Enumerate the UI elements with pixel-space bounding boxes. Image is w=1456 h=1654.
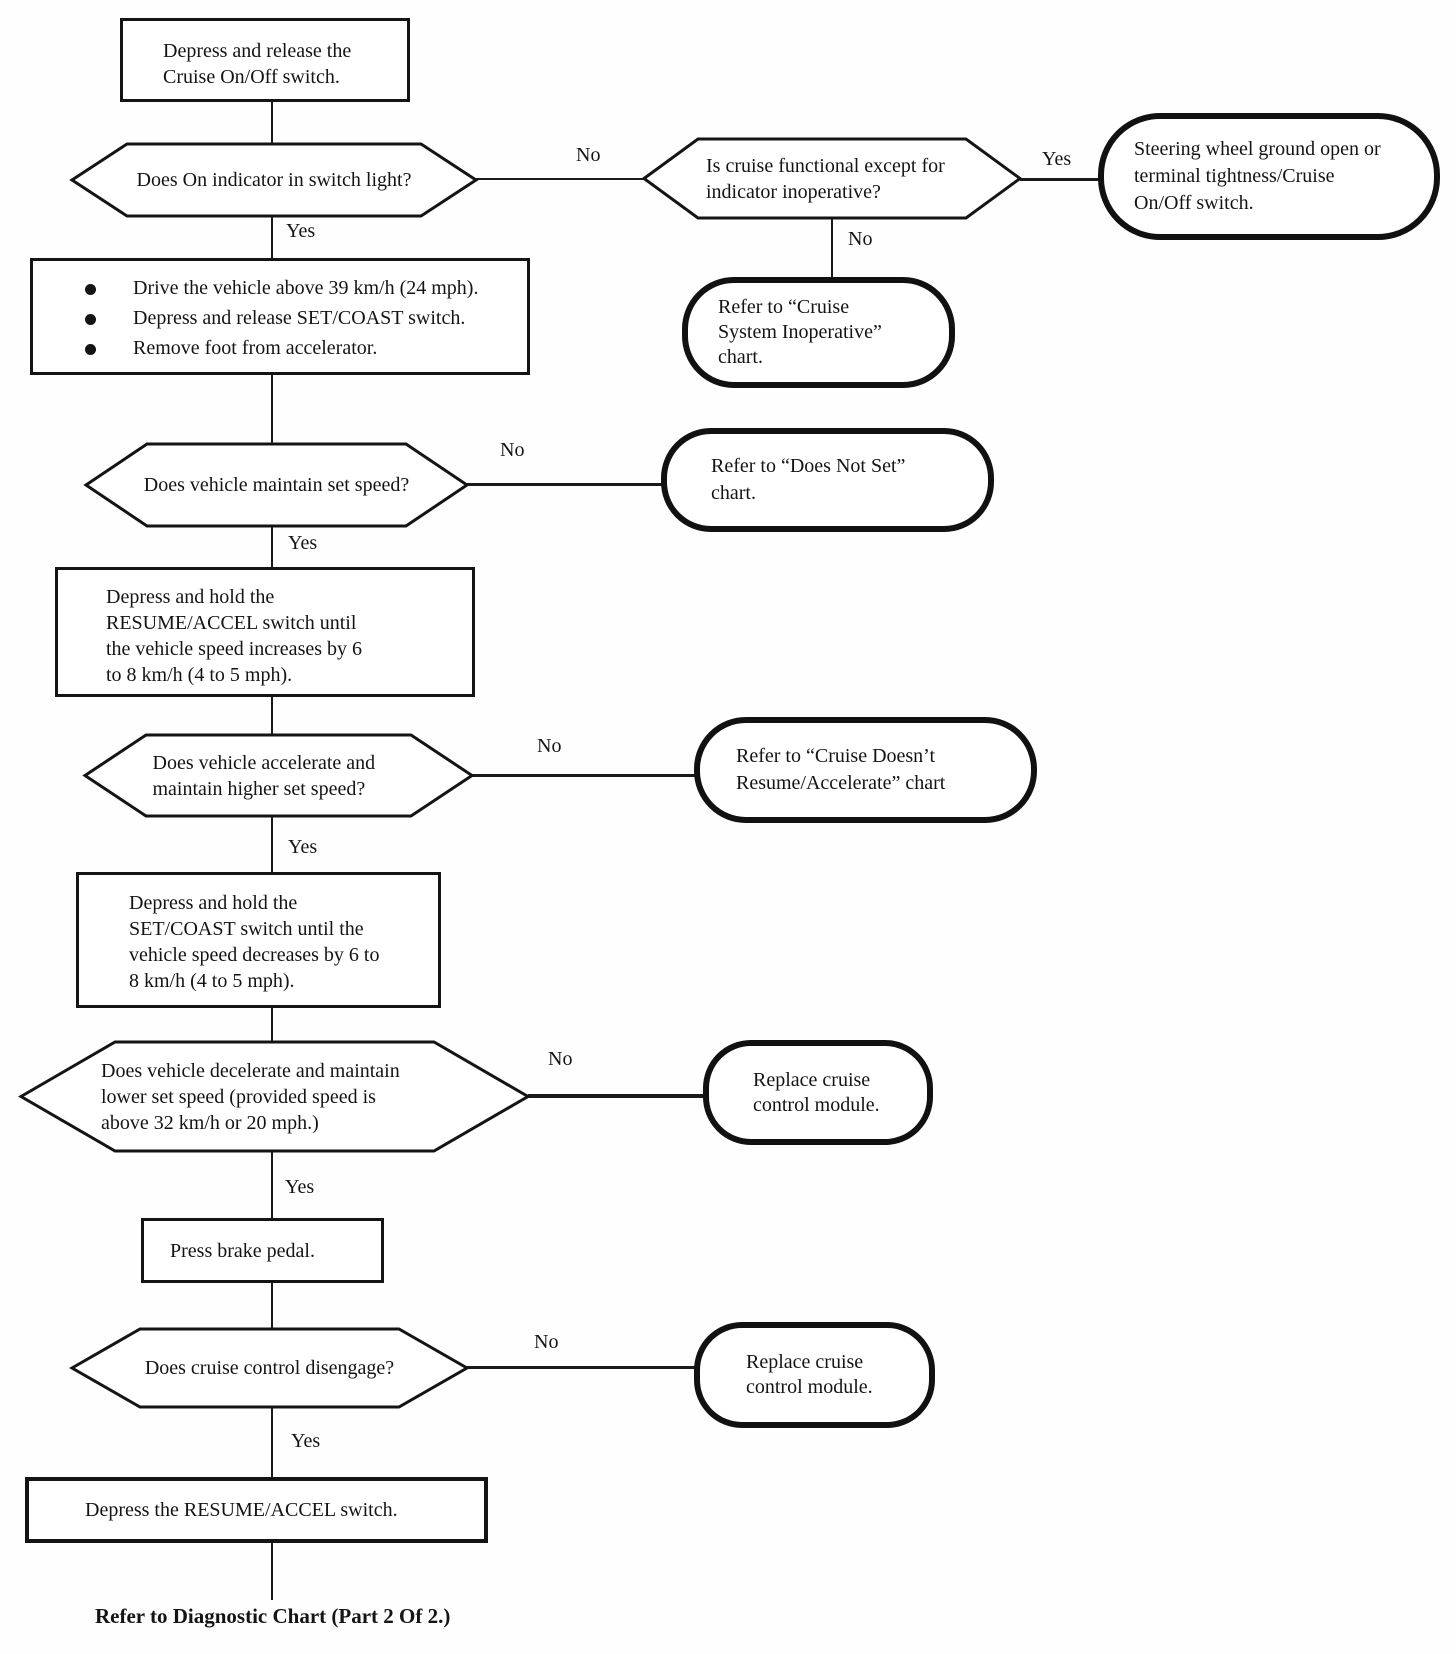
connector-accelerate-to-coasthold: [271, 816, 273, 874]
result-cruise-system-inoperative-text: Refer to “Cruise System Inoperative” cha…: [718, 296, 882, 368]
label-yes-decelerate: Yes: [285, 1176, 315, 1198]
connector-setspeed-to-resumehold: [271, 526, 273, 569]
bullet-icon: [85, 284, 96, 295]
label-no-decelerate: No: [548, 1048, 573, 1070]
connector-bullets-to-setspeed: [271, 373, 273, 444]
label-no-functional: No: [848, 228, 873, 250]
bullet-item-text: Depress and release SET/COAST switch.: [133, 307, 466, 329]
result-replace-module-2-text: Replace cruise control module.: [746, 1351, 873, 1398]
result-resume-accelerate-chart: Refer to “Cruise Doesn’t Resume/Accelera…: [694, 717, 1037, 823]
label-no-setspeed: No: [500, 439, 525, 461]
step-press-brake: Press brake pedal.: [141, 1218, 384, 1283]
bullet-item-text: Remove foot from accelerator.: [133, 337, 378, 359]
bullet-item-text: Drive the vehicle above 39 km/h (24 mph)…: [133, 277, 479, 299]
decision-accelerate-higher-speed: Does vehicle accelerate and maintain hig…: [82, 733, 475, 818]
connector-resume-to-footer: [271, 1541, 273, 1600]
decision-on-indicator-text: Does On indicator in switch light?: [136, 169, 412, 191]
bullet-icon: [85, 314, 96, 325]
decision-decelerate-lower-speed-text: Does vehicle decelerate and maintain low…: [101, 1059, 400, 1134]
step-resume-accel-hold: Depress and hold the RESUME/ACCEL switch…: [55, 567, 475, 697]
connector-disengage-to-replace2: [467, 1366, 696, 1369]
result-replace-module-2: Replace cruise control module.: [694, 1322, 935, 1428]
hexagon-shape: [641, 137, 1023, 220]
hexagon-shape: [83, 442, 470, 528]
step-depress-resume-accel: Depress the RESUME/ACCEL switch.: [25, 1477, 488, 1543]
step-start: Depress and release the Cruise On/Off sw…: [120, 18, 410, 102]
bullet-item: Depress and release SET/COAST switch.: [33, 305, 527, 331]
result-does-not-set-text: Refer to “Does Not Set” chart.: [711, 455, 906, 504]
label-yes-indicator: Yes: [286, 220, 316, 242]
connector-decelerate-to-replace1: [528, 1094, 705, 1098]
decision-cruise-disengage: Does cruise control disengage?: [68, 1327, 471, 1409]
bullet-item: Drive the vehicle above 39 km/h (24 mph)…: [33, 275, 527, 301]
label-yes-setspeed: Yes: [288, 532, 318, 554]
decision-cruise-disengage-text: Does cruise control disengage?: [144, 1357, 395, 1379]
decision-maintain-set-speed: Does vehicle maintain set speed?: [83, 442, 470, 528]
label-yes-disengage: Yes: [291, 1430, 321, 1452]
connector-coasthold-to-decelerate: [271, 1006, 273, 1042]
result-steering-wheel-ground: Steering wheel ground open or terminal t…: [1098, 113, 1440, 240]
bullet-icon: [85, 344, 96, 355]
step-resume-accel-hold-text: Depress and hold the RESUME/ACCEL switch…: [106, 586, 363, 686]
label-no-accelerate: No: [537, 735, 562, 757]
connector-start-to-indicator: [271, 100, 273, 144]
connector-accelerate-to-resumechart: [472, 774, 696, 777]
decision-cruise-functional-text: Is cruise functional except for indicato…: [706, 154, 945, 203]
label-yes-functional: Yes: [1042, 148, 1072, 170]
decision-on-indicator: Does On indicator in switch light?: [69, 142, 479, 218]
connector-indicator-to-bullets: [271, 217, 273, 262]
decision-decelerate-lower-speed: Does vehicle decelerate and maintain low…: [18, 1040, 531, 1153]
hexagon-shape: [68, 1327, 471, 1409]
result-steering-wheel-ground-text: Steering wheel ground open or terminal t…: [1134, 138, 1381, 214]
result-does-not-set-chart: Refer to “Does Not Set” chart.: [661, 428, 994, 532]
step-depress-resume-accel-text: Depress the RESUME/ACCEL switch.: [85, 1499, 398, 1521]
decision-accelerate-higher-speed-text: Does vehicle accelerate and maintain hig…: [152, 751, 376, 800]
label-no-disengage: No: [534, 1331, 559, 1353]
connector-setspeed-to-notset: [467, 483, 663, 486]
result-replace-module-1: Replace cruise control module.: [703, 1040, 933, 1145]
label-yes-accelerate: Yes: [288, 836, 318, 858]
connector-functional-to-inoperative: [831, 219, 833, 279]
result-resume-accelerate-text: Refer to “Cruise Doesn’t Resume/Accelera…: [736, 745, 946, 794]
result-replace-module-1-text: Replace cruise control module.: [753, 1068, 880, 1116]
result-cruise-system-inoperative-chart: Refer to “Cruise System Inoperative” cha…: [682, 277, 955, 388]
decision-maintain-set-speed-text: Does vehicle maintain set speed?: [143, 474, 410, 496]
step-set-coast-hold-text: Depress and hold the SET/COAST switch un…: [129, 892, 380, 992]
connector-disengage-to-resume: [271, 1407, 273, 1479]
connector-resumehold-to-accelerate: [271, 695, 273, 735]
step-start-text: Depress and release the Cruise On/Off sw…: [163, 40, 352, 88]
bullet-item: Remove foot from accelerator.: [33, 335, 527, 361]
label-no-indicator: No: [576, 144, 601, 166]
hexagon-shape: [69, 142, 479, 218]
connector-indicator-to-functional: [476, 178, 644, 180]
step-drive-set-coast: Drive the vehicle above 39 km/h (24 mph)…: [30, 258, 530, 375]
connector-functional-to-steering: [1020, 178, 1102, 181]
step-set-coast-hold: Depress and hold the SET/COAST switch un…: [76, 872, 441, 1008]
decision-cruise-functional: Is cruise functional except for indicato…: [641, 137, 1023, 220]
step-press-brake-text: Press brake pedal.: [170, 1239, 315, 1262]
connector-decelerate-to-brake: [271, 1151, 273, 1220]
hexagon-shape: [18, 1040, 531, 1153]
hexagon-shape: [82, 733, 475, 818]
footer-note: Refer to Diagnostic Chart (Part 2 Of 2.): [95, 1604, 451, 1628]
connector-brake-to-disengage: [271, 1281, 273, 1329]
